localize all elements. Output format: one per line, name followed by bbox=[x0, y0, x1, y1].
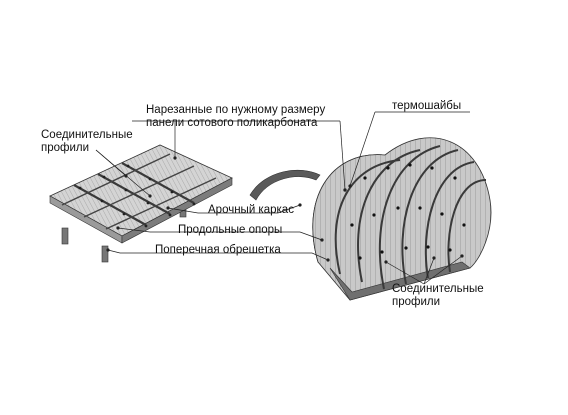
panel-edge-right bbox=[121, 177, 233, 244]
transverse-battens-flat bbox=[61, 153, 217, 230]
label-cut-panels-line1: Нарезанные по нужному размеру bbox=[146, 104, 326, 116]
arrow-heads bbox=[106, 156, 464, 264]
panel-screws bbox=[78, 164, 196, 228]
arch-ribs bbox=[334, 145, 487, 290]
label-longitudinal-supports: Продольные опоры bbox=[178, 224, 283, 236]
arch-assembly bbox=[249, 137, 492, 301]
arch-base bbox=[329, 261, 471, 301]
arch-polycarbonate-surface bbox=[312, 137, 492, 301]
label-cut-panels-line2: панели сотового поликарбоната bbox=[146, 117, 318, 129]
label-arch-frame: Арочный каркас bbox=[208, 204, 294, 216]
label-connecting-profiles-left-line1: Соединительные bbox=[41, 129, 133, 141]
label-connecting-profiles-right-line1: Соединительные bbox=[392, 283, 484, 295]
flat-panel-assembly bbox=[49, 144, 233, 263]
label-connecting-profiles-right-line2: профили bbox=[392, 296, 441, 308]
label-transverse-battens: Поперечная обрешетка bbox=[155, 244, 281, 256]
thermo-washers bbox=[343, 163, 466, 260]
label-connecting-profiles-left-line2: профили bbox=[41, 142, 90, 154]
label-thermo-washers: термошайбы bbox=[392, 100, 462, 112]
arch-frame-exposed bbox=[249, 169, 321, 201]
leader-lines bbox=[95, 111, 470, 285]
